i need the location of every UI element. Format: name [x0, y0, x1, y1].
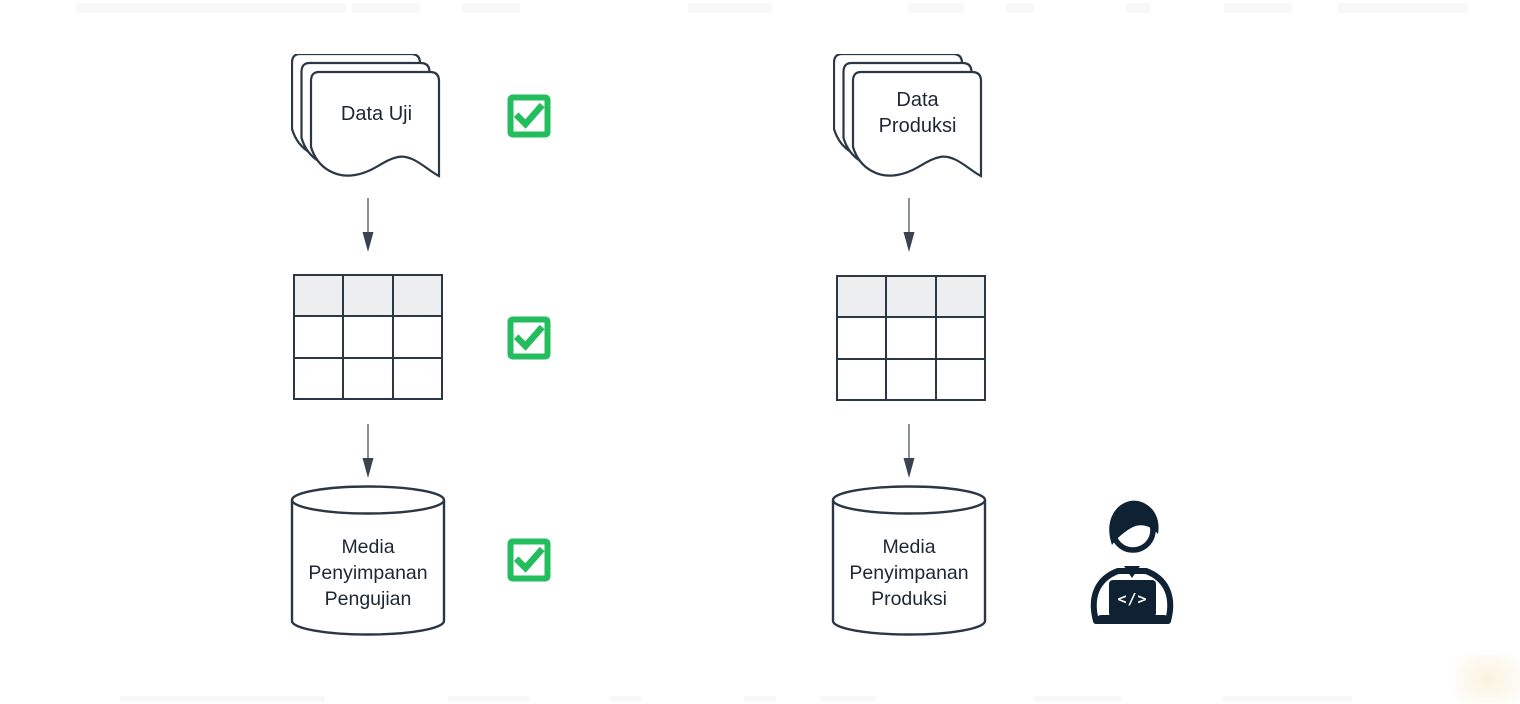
table-cell: [344, 317, 392, 357]
table-cell: [936, 359, 984, 399]
edge-artifact: [820, 696, 876, 702]
document-label: Data Produksi: [851, 87, 984, 139]
cylinder-body: [831, 500, 987, 636]
document-label: Data Uji: [340, 103, 413, 125]
table-cell: [887, 359, 935, 399]
code-glyph: </>: [1117, 590, 1147, 608]
cylinder-label-line: Penyimpanan: [308, 562, 428, 584]
table-cell: [393, 358, 441, 398]
edge-artifact: [1222, 696, 1352, 702]
table-header-cell: [936, 277, 984, 317]
data-table: [836, 275, 986, 401]
table-cell: [295, 317, 343, 357]
table-header-cell: [344, 276, 392, 316]
arrow-down-icon: [362, 424, 374, 478]
developer-collar: [1124, 566, 1140, 578]
table-cell: [936, 318, 984, 358]
cylinder-body: [290, 500, 446, 636]
cylinder-top: [290, 485, 446, 515]
edge-artifact: [908, 3, 964, 13]
data-table: [293, 274, 443, 400]
table-cell: [393, 317, 441, 357]
edge-artifact: [76, 3, 346, 13]
edge-artifact: [352, 3, 420, 13]
edge-artifact: [1006, 3, 1034, 13]
arrow-down-icon: [903, 198, 915, 252]
document-label-line: Data: [896, 89, 939, 111]
table-cell: [838, 318, 886, 358]
document-label-line: Produksi: [878, 115, 957, 137]
database-cylinder-icon: [290, 485, 446, 636]
table-cell: [295, 358, 343, 398]
cylinder-label: Media Penyimpanan Produksi: [831, 534, 987, 612]
table-header-cell: [887, 277, 935, 317]
cylinder-top: [831, 485, 987, 515]
edge-artifact: [1034, 696, 1122, 702]
table-cell: [838, 359, 886, 399]
cylinder-label-line: Produksi: [871, 588, 947, 610]
laptop-screen: [1109, 580, 1156, 617]
edge-artifact: [1338, 3, 1468, 13]
edge-artifact: [610, 696, 642, 702]
arrow-down-icon: [362, 198, 374, 252]
edge-artifact: [744, 696, 776, 702]
edge-artifact: [688, 3, 772, 13]
table-cell: [887, 318, 935, 358]
checkbox-checked-icon: [507, 316, 551, 360]
cylinder-label-line: Pengujian: [324, 588, 412, 610]
cylinder-label-line: Penyimpanan: [849, 562, 969, 584]
checkbox-checked-icon: [507, 538, 551, 582]
arrow-down-icon: [903, 424, 915, 478]
developer-icon: </>: [1090, 500, 1174, 624]
edge-artifact: [448, 696, 530, 702]
developer-hair: [1109, 500, 1159, 545]
table-header-cell: [838, 277, 886, 317]
checkbox-checked-icon: [507, 94, 551, 138]
database-cylinder-icon: [831, 485, 987, 636]
table-cell: [344, 358, 392, 398]
table-header-cell: [295, 276, 343, 316]
edge-artifact: [1126, 3, 1150, 13]
edge-artifact: [1224, 3, 1292, 13]
laptop-base: [1097, 615, 1168, 623]
edge-artifact: [120, 696, 325, 702]
cylinder-label-line: Media: [341, 536, 395, 558]
corner-artifact: [1455, 655, 1520, 703]
cylinder-label-line: Media: [882, 536, 936, 558]
table-header-cell: [393, 276, 441, 316]
edge-artifact: [462, 3, 520, 13]
cylinder-label: Media Penyimpanan Pengujian: [290, 534, 446, 612]
